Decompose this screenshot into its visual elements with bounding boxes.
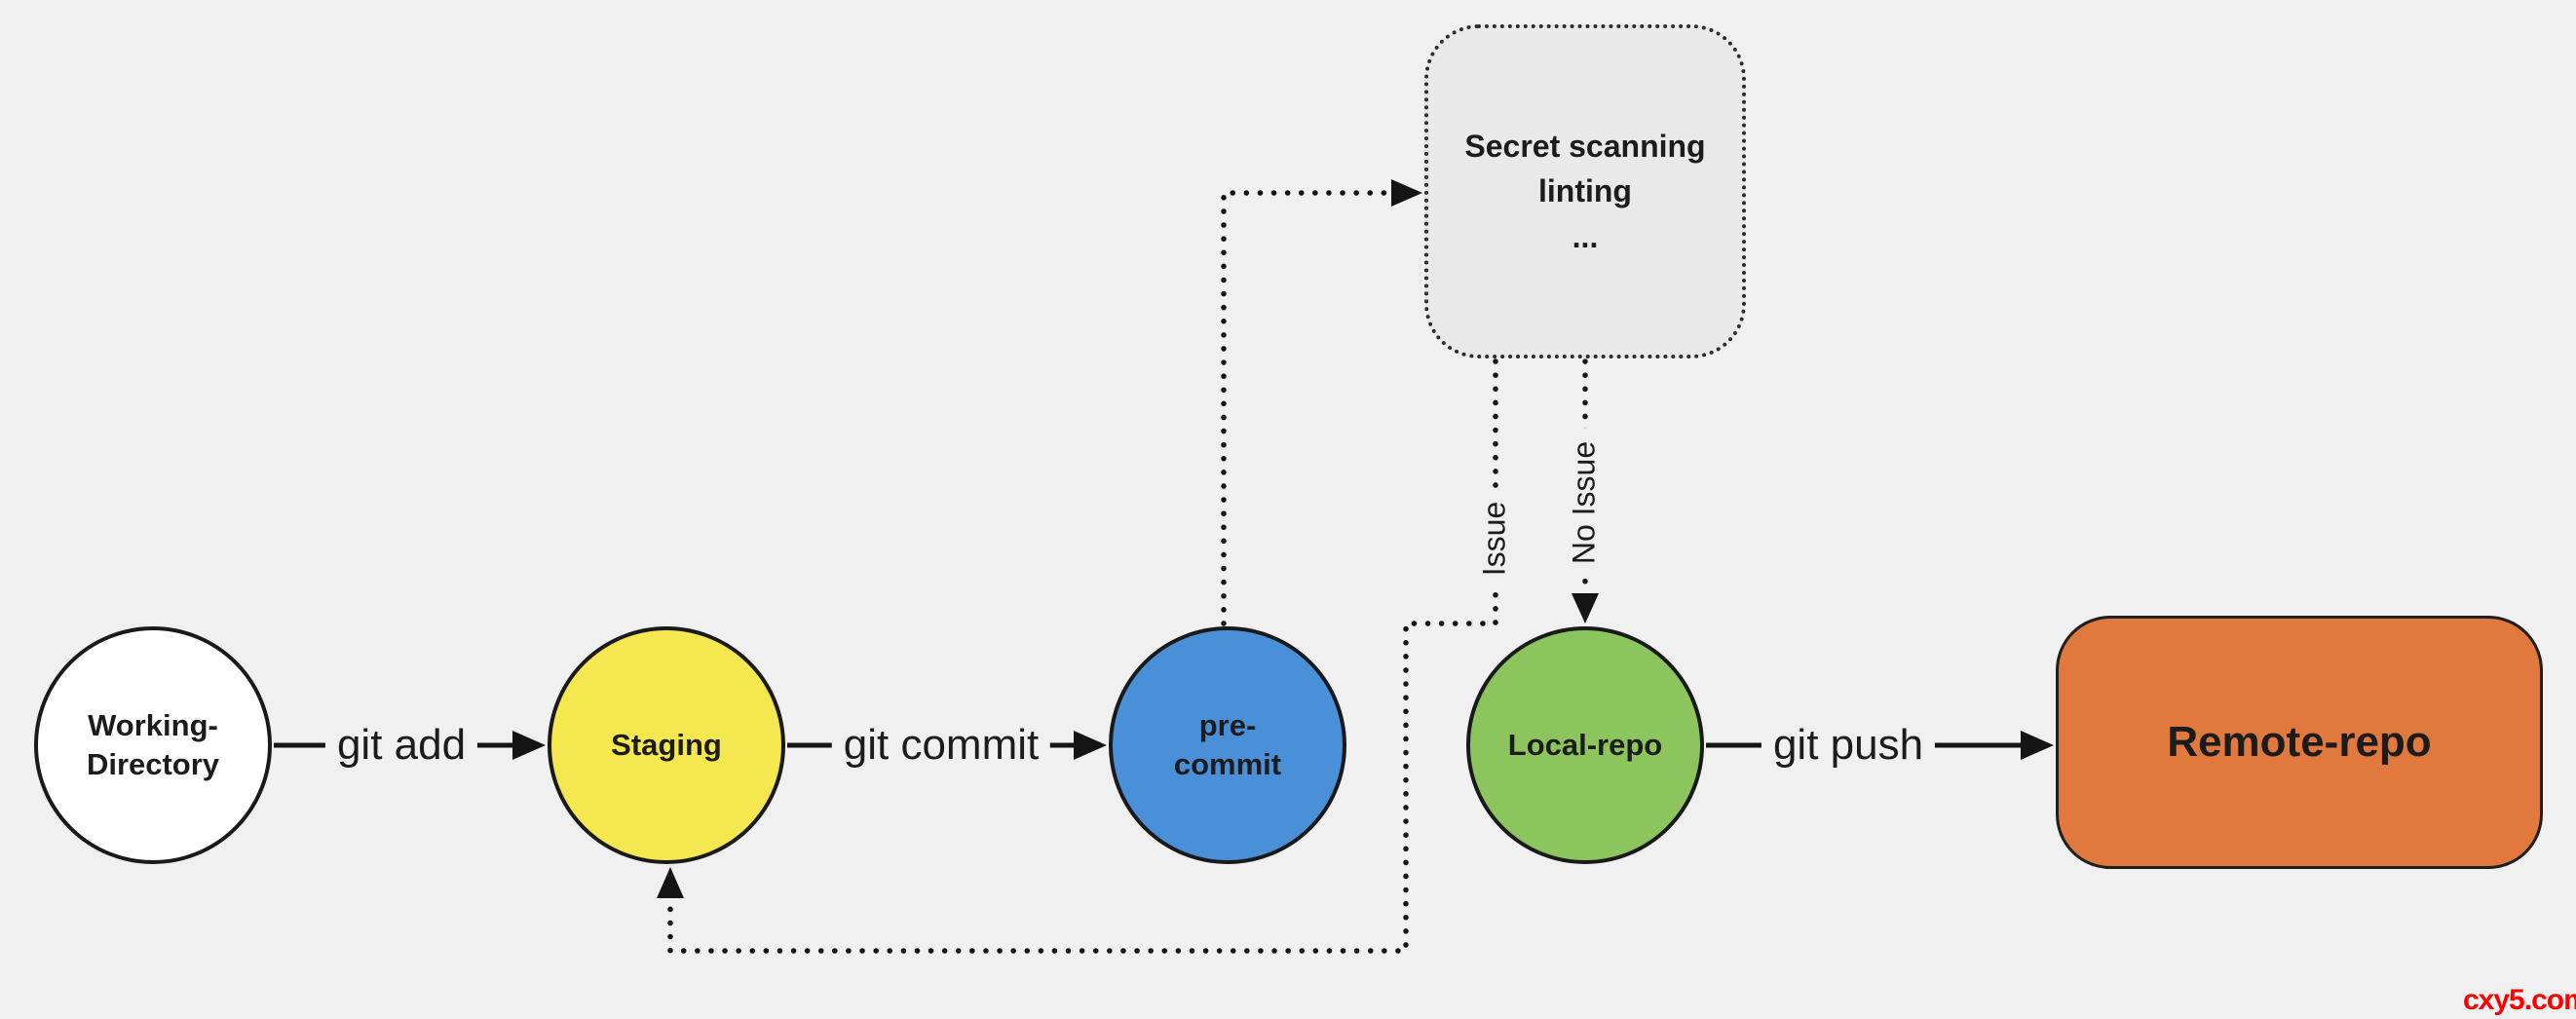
edge-pre-commit-to-checks (1221, 179, 1422, 626)
node-working-directory: Working- Directory (34, 626, 272, 864)
edge-issue-loopback (657, 359, 1498, 954)
node-staging: Staging (548, 626, 785, 864)
edge-label-issue: Issue (1474, 487, 1515, 590)
watermark-text: cxy5.com (2463, 984, 2576, 1016)
node-remote-repo: Remote-repo (2056, 616, 2543, 869)
node-pre-commit: pre- commit (1109, 626, 1346, 864)
edge-label-git-add: git add (324, 719, 478, 772)
node-secret-scanning: Secret scanning linting ... (1424, 24, 1746, 359)
edge-label-git-push: git push (1761, 719, 1936, 772)
node-local-repo: Local-repo (1466, 626, 1704, 864)
edge-label-git-commit: git commit (831, 719, 1051, 772)
edge-label-no-issue: No Issue (1564, 427, 1605, 579)
